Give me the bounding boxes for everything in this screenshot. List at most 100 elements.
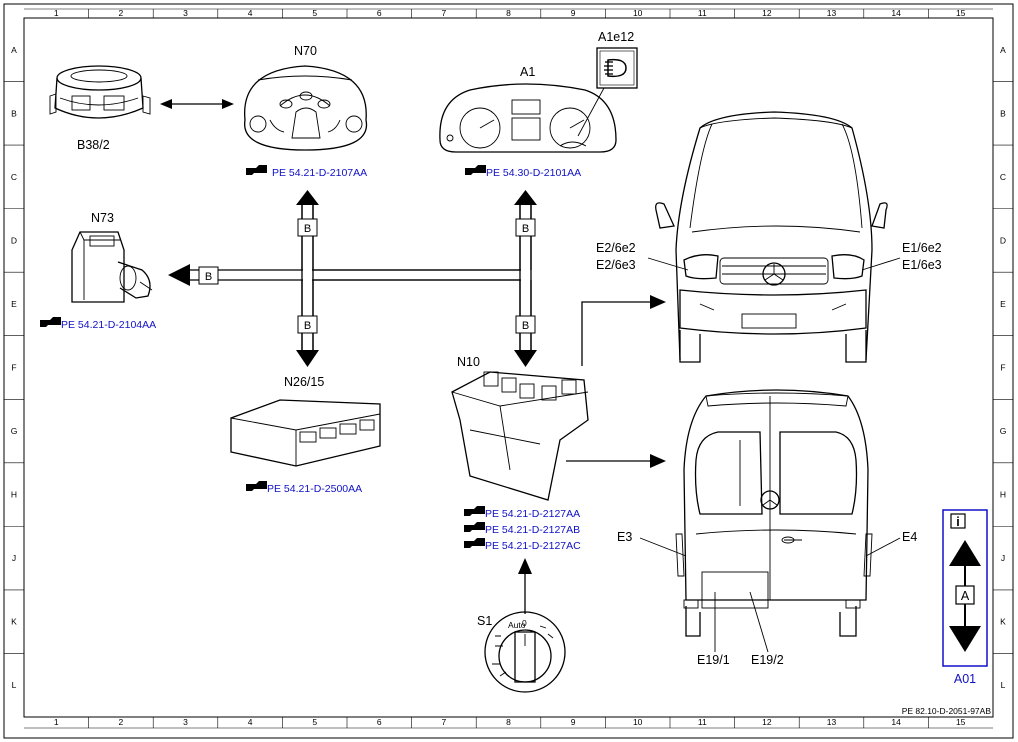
column-label: 8 — [506, 717, 511, 727]
vehicle-front-drawing — [655, 111, 888, 363]
e3-label: E3 — [617, 530, 632, 544]
row-label: A — [1000, 45, 1006, 55]
column-label: 7 — [442, 717, 447, 727]
column-label: 2 — [119, 8, 124, 18]
bus-label-box: B — [198, 266, 219, 285]
column-label: 12 — [762, 8, 772, 18]
n26-15-ref-link[interactable]: PE 54.21-D-2500AA — [246, 481, 362, 495]
row-label: J — [12, 553, 16, 563]
svg-text:B: B — [522, 223, 529, 235]
svg-text:B: B — [522, 320, 529, 332]
column-label: 9 — [571, 717, 576, 727]
svg-text:PE 54.30-D-2101AA: PE 54.30-D-2101AA — [486, 167, 581, 179]
s1-label: S1 — [477, 614, 492, 628]
n10-to-front-arrow — [581, 295, 666, 366]
n10-ref-link-3[interactable]: PE 54.21-D-2127AC — [464, 538, 581, 552]
column-label: 11 — [698, 8, 707, 18]
e19-1-label: E19/1 — [697, 653, 730, 667]
column-label: 10 — [633, 717, 643, 727]
column-label: 13 — [827, 717, 837, 727]
column-label: 12 — [762, 717, 772, 727]
column-label: 6 — [377, 8, 382, 18]
row-label: K — [1000, 617, 1006, 627]
e19-2-label: E19/2 — [751, 653, 784, 667]
column-label: 1 — [54, 717, 59, 727]
a1e12-leader-line — [577, 87, 605, 137]
row-label: H — [1000, 490, 1006, 500]
column-label: 4 — [248, 8, 253, 18]
column-label: 15 — [956, 717, 966, 727]
row-label: H — [11, 490, 17, 500]
n10-ref-link-2[interactable]: PE 54.21-D-2127AB — [464, 522, 580, 536]
svg-text:B: B — [205, 271, 212, 283]
n70-overhead-panel-drawing — [244, 65, 368, 151]
row-label: K — [11, 617, 17, 627]
e2-6e3-label: E2/6e3 — [596, 258, 636, 272]
column-label: 10 — [633, 8, 643, 18]
hand-pointer-icon — [246, 481, 267, 491]
column-label: 11 — [698, 717, 707, 727]
svg-text:B: B — [304, 320, 311, 332]
svg-text:PE 54.21-D-2127AB: PE 54.21-D-2127AB — [485, 524, 580, 536]
svg-text:PE 54.21-D-2500AA: PE 54.21-D-2500AA — [267, 483, 362, 495]
column-label: 14 — [891, 8, 901, 18]
e2-6e2-label: E2/6e2 — [596, 241, 636, 255]
column-label: 9 — [571, 8, 576, 18]
legend-caption: A01 — [954, 672, 976, 686]
can-bus-harness — [168, 190, 537, 367]
row-label: F — [1000, 363, 1005, 373]
n10-to-rear-arrow — [566, 454, 666, 468]
hand-pointer-icon — [40, 317, 61, 327]
e19-2-leader-line — [749, 591, 769, 653]
b38-2-label: B38/2 — [77, 138, 110, 152]
a1-label: A1 — [520, 65, 535, 79]
vehicle-rear-drawing — [675, 389, 873, 637]
column-label: 5 — [312, 8, 317, 18]
a1-instrument-cluster-drawing — [439, 83, 617, 153]
row-label: E — [1000, 299, 1006, 309]
row-label: C — [1000, 172, 1006, 182]
column-label: 13 — [827, 8, 837, 18]
n73-ref-link[interactable]: PE 54.21-D-2104AA — [40, 317, 156, 331]
document-id: PE 82.10-D-2051-97AB — [902, 706, 992, 716]
n70-ref-link[interactable]: PE 54.21-D-2107AA — [246, 165, 367, 179]
svg-text:PE 54.21-D-2127AC: PE 54.21-D-2127AC — [485, 540, 581, 552]
column-label: 4 — [248, 717, 253, 727]
e1-6e2-label: E1/6e2 — [902, 241, 942, 255]
row-label: D — [1000, 235, 1006, 245]
svg-text:i: i — [956, 515, 959, 529]
row-label: G — [11, 426, 18, 436]
bus-label-box: B — [297, 218, 318, 237]
e1-6e3-label: E1/6e3 — [902, 258, 942, 272]
n10-ref-link-1[interactable]: PE 54.21-D-2127AA — [464, 506, 580, 520]
n73-label: N73 — [91, 211, 114, 225]
high-beam-indicator-icon — [596, 47, 638, 89]
info-icon: i — [956, 515, 959, 529]
svg-text:0: 0 — [522, 618, 527, 628]
e3-leader-line — [639, 537, 687, 557]
hand-pointer-icon — [464, 506, 485, 516]
bus-label-box: B — [515, 218, 536, 237]
column-label: 15 — [956, 8, 966, 18]
row-label: L — [1001, 680, 1006, 690]
row-label: F — [11, 363, 16, 373]
row-label: E — [11, 299, 17, 309]
row-label: B — [11, 108, 17, 118]
svg-text:B: B — [304, 223, 311, 235]
row-label: B — [1000, 108, 1006, 118]
column-label: 8 — [506, 8, 511, 18]
hand-pointer-icon — [464, 522, 485, 532]
a1-ref-link[interactable]: PE 54.30-D-2101AA — [465, 165, 581, 179]
legend-box: i A — [942, 509, 988, 667]
row-label: J — [1001, 553, 1005, 563]
bus-label-box: B — [297, 315, 318, 334]
column-label: 5 — [312, 717, 317, 727]
n10-sam-module-drawing — [451, 371, 589, 501]
b38-2-sensor-drawing — [49, 65, 151, 119]
column-label: 3 — [183, 8, 188, 18]
svg-text:PE 54.21-D-2107AA: PE 54.21-D-2107AA — [272, 167, 367, 179]
